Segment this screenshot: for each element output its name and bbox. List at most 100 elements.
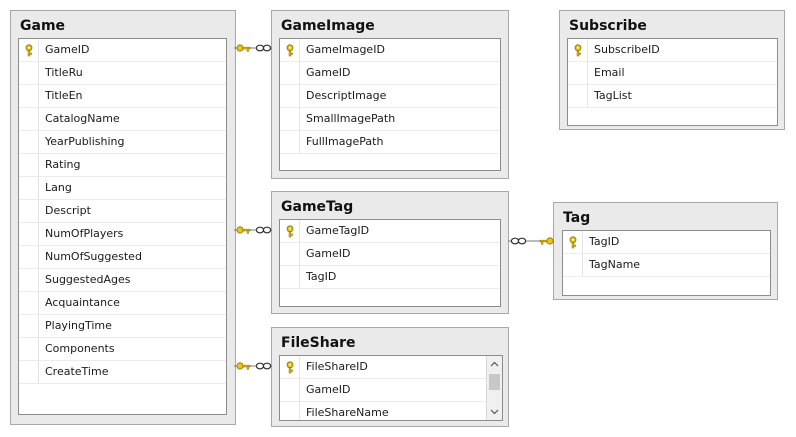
column-row-key[interactable]: FileShareID — [280, 356, 486, 379]
column-name: Components — [45, 342, 115, 355]
row-selector[interactable] — [568, 85, 588, 107]
row-selector[interactable] — [280, 85, 300, 107]
key-icon — [280, 356, 300, 378]
column-row[interactable]: Email — [568, 62, 777, 85]
column-name: Descript — [45, 204, 91, 217]
row-selector[interactable] — [280, 131, 300, 153]
table-fileshare[interactable]: FileShare FileShareID GameID FileShareNam… — [271, 327, 509, 427]
column-row-key[interactable]: GameID — [19, 39, 226, 62]
table-title: GameTag — [281, 199, 354, 215]
table-gametag[interactable]: GameTag GameTagID GameID TagID — [271, 191, 509, 314]
column-row[interactable]: Descript — [19, 200, 226, 223]
row-selector[interactable] — [280, 379, 300, 401]
column-row-key[interactable]: SubscribeID — [568, 39, 777, 62]
row-selector[interactable] — [568, 62, 588, 84]
column-row[interactable]: FullImagePath — [280, 131, 500, 154]
column-row-key[interactable]: TagID — [563, 231, 770, 254]
column-row[interactable]: CreateTime — [19, 361, 226, 384]
column-name: GameID — [45, 43, 90, 56]
row-selector[interactable] — [563, 254, 583, 276]
column-row[interactable]: PlayingTime — [19, 315, 226, 338]
column-name: CatalogName — [45, 112, 120, 125]
column-row[interactable]: DescriptImage — [280, 85, 500, 108]
row-selector[interactable] — [280, 402, 300, 420]
row-selector[interactable] — [19, 131, 39, 153]
row-selector[interactable] — [19, 177, 39, 199]
key-icon — [19, 39, 39, 61]
column-row[interactable]: SuggestedAges — [19, 269, 226, 292]
column-name: TitleRu — [45, 66, 83, 79]
column-name: FileShareName — [306, 406, 389, 419]
column-row[interactable]: NumOfPlayers — [19, 223, 226, 246]
row-selector[interactable] — [19, 200, 39, 222]
row-selector[interactable] — [19, 108, 39, 130]
row-selector[interactable] — [280, 243, 300, 265]
column-row[interactable]: Lang — [19, 177, 226, 200]
row-selector[interactable] — [280, 62, 300, 84]
row-selector[interactable] — [19, 62, 39, 84]
row-selector[interactable] — [280, 108, 300, 130]
row-selector[interactable] — [19, 361, 39, 383]
scroll-down-icon[interactable] — [487, 405, 502, 419]
column-name: Lang — [45, 181, 72, 194]
column-row[interactable]: TitleEn — [19, 85, 226, 108]
column-name: SubscribeID — [594, 43, 660, 56]
column-name: Rating — [45, 158, 81, 171]
infinity-icon — [255, 44, 272, 52]
relationship-connector[interactable] — [506, 233, 558, 249]
row-selector[interactable] — [19, 269, 39, 291]
column-name: GameID — [306, 66, 351, 79]
table-title: FileShare — [281, 335, 356, 351]
column-row[interactable]: CatalogName — [19, 108, 226, 131]
relationship-connector[interactable] — [232, 358, 274, 374]
column-name: TagList — [594, 89, 632, 102]
column-row[interactable]: Components — [19, 338, 226, 361]
row-selector[interactable] — [19, 292, 39, 314]
column-row[interactable]: Acquaintance — [19, 292, 226, 315]
infinity-icon — [255, 362, 272, 370]
infinity-icon — [510, 237, 527, 245]
row-selector[interactable] — [19, 154, 39, 176]
scroll-thumb[interactable] — [489, 374, 500, 390]
column-row[interactable]: NumOfSuggested — [19, 246, 226, 269]
column-grid[interactable]: TagID TagName — [562, 230, 771, 296]
column-row[interactable]: Rating — [19, 154, 226, 177]
column-name: TagID — [306, 270, 337, 283]
row-selector[interactable] — [19, 315, 39, 337]
relationship-connector[interactable] — [232, 40, 274, 56]
relationship-connector[interactable] — [232, 222, 274, 238]
row-selector[interactable] — [280, 266, 300, 288]
column-row[interactable]: GameID — [280, 62, 500, 85]
column-row[interactable]: TagID — [280, 266, 500, 289]
column-row-key[interactable]: GameImageID — [280, 39, 500, 62]
row-selector[interactable] — [19, 223, 39, 245]
column-row[interactable]: YearPublishing — [19, 131, 226, 154]
row-selector[interactable] — [19, 85, 39, 107]
column-row[interactable]: TagName — [563, 254, 770, 277]
row-selector[interactable] — [19, 338, 39, 360]
column-row-key[interactable]: GameTagID — [280, 220, 500, 243]
column-name: PlayingTime — [45, 319, 112, 332]
row-selector[interactable] — [19, 246, 39, 268]
infinity-icon — [255, 226, 272, 234]
column-row[interactable]: TagList — [568, 85, 777, 108]
key-icon — [236, 44, 251, 52]
column-row[interactable]: SmallImagePath — [280, 108, 500, 131]
table-tag[interactable]: Tag TagID TagName — [553, 202, 778, 300]
column-row[interactable]: GameID — [280, 243, 500, 266]
table-title: Subscribe — [569, 18, 647, 34]
column-name: TitleEn — [45, 89, 83, 102]
column-row[interactable]: GameID — [280, 379, 486, 402]
column-grid[interactable]: FileShareID GameID FileShareName — [279, 355, 503, 421]
column-grid[interactable]: GameTagID GameID TagID — [279, 219, 501, 307]
column-row[interactable]: FileShareName — [280, 402, 486, 420]
vertical-scrollbar[interactable] — [486, 356, 502, 420]
scroll-up-icon[interactable] — [487, 357, 502, 371]
column-row[interactable]: TitleRu — [19, 62, 226, 85]
